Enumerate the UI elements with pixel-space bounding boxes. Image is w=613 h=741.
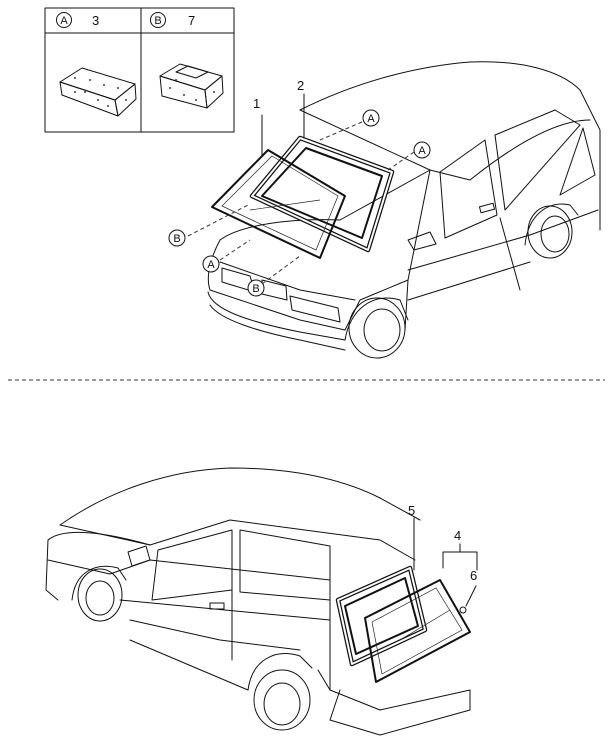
part-label-4: 4 — [454, 528, 461, 543]
legend-box: A 3 B 7 — [44, 7, 235, 133]
callout-a-bottom: A — [202, 255, 220, 273]
callout-a-right: A — [413, 141, 431, 159]
legend-part-number-b: 7 — [188, 13, 195, 28]
legend-letter-b: B — [154, 15, 161, 27]
callout-b-bottom: B — [247, 279, 265, 297]
clip-icon — [459, 606, 467, 614]
front-car-illustration — [207, 61, 601, 359]
part-label-1: 1 — [253, 96, 260, 111]
windshield-molding — [249, 135, 395, 253]
rear-window-molding — [335, 565, 428, 667]
svg-text:B: B — [252, 283, 259, 295]
svg-text:B: B — [173, 233, 180, 245]
part-label-6: 6 — [470, 568, 477, 583]
legend-item-a: A 3 — [56, 12, 99, 28]
part-label-2: 2 — [297, 78, 304, 93]
front-callout-lines — [187, 121, 415, 285]
rear-window-glass — [364, 579, 471, 683]
legend-item-b: B 7 — [150, 12, 195, 28]
part-label-5: 5 — [408, 503, 415, 518]
legend-letter-a: A — [60, 15, 68, 27]
sponge-block-icon — [59, 67, 137, 117]
rear-car-illustration — [45, 467, 471, 736]
windshield-glass — [211, 149, 346, 259]
svg-text:A: A — [207, 259, 215, 271]
legend-part-number-a: 3 — [92, 13, 99, 28]
svg-text:A: A — [367, 113, 375, 125]
svg-text:A: A — [418, 145, 426, 157]
notched-block-icon — [159, 63, 224, 109]
callout-a-top: A — [362, 109, 380, 127]
callout-b-left: B — [168, 229, 186, 247]
